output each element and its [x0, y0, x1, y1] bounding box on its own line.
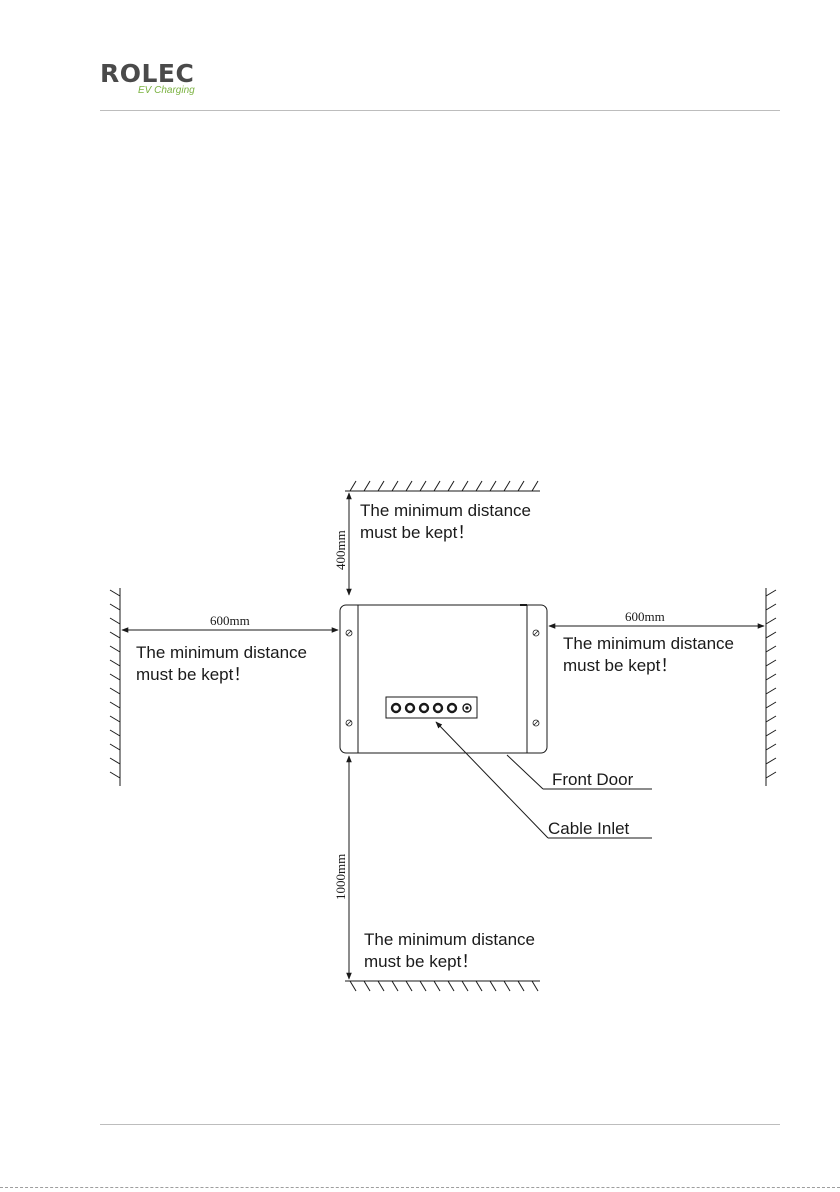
- dimension-arrows: [122, 493, 764, 979]
- cable-gland-icon: [420, 704, 428, 712]
- top-note-line2: must be kept！: [360, 523, 474, 542]
- right-dimension-label: 600mm: [625, 609, 665, 624]
- top-note-line1: The minimum distance: [360, 501, 531, 520]
- charger-unit: [340, 605, 547, 753]
- cable-gland-icon: [434, 704, 442, 712]
- left-wall: [110, 588, 120, 786]
- right-note-line2: must be kept！: [563, 656, 677, 675]
- cable-gland-icon: [392, 704, 400, 712]
- page-edge: [0, 1187, 840, 1188]
- top-dimension-label: 400mm: [333, 530, 348, 570]
- cable-gland-icon: [406, 704, 414, 712]
- left-note-line1: The minimum distance: [136, 643, 307, 662]
- cable-gland-icon: [448, 704, 456, 712]
- top-wall: [345, 481, 540, 491]
- cable-inlet-label: Cable Inlet: [548, 819, 630, 838]
- front-door-label: Front Door: [552, 770, 634, 789]
- mounting-screws: [346, 630, 539, 726]
- left-note-line2: must be kept！: [136, 665, 250, 684]
- right-wall: [766, 588, 776, 786]
- bottom-dimension-label: 1000mm: [333, 854, 348, 900]
- right-note-line1: The minimum distance: [563, 634, 734, 653]
- cable-inlet-panel: [386, 697, 477, 718]
- left-dimension-label: 600mm: [210, 613, 250, 628]
- cable-inlet-leader: [436, 722, 548, 838]
- bottom-note-line1: The minimum distance: [364, 930, 535, 949]
- footer-divider: [100, 1124, 780, 1125]
- bottom-note-line2: must be kept！: [364, 952, 478, 971]
- bottom-wall: [345, 981, 540, 991]
